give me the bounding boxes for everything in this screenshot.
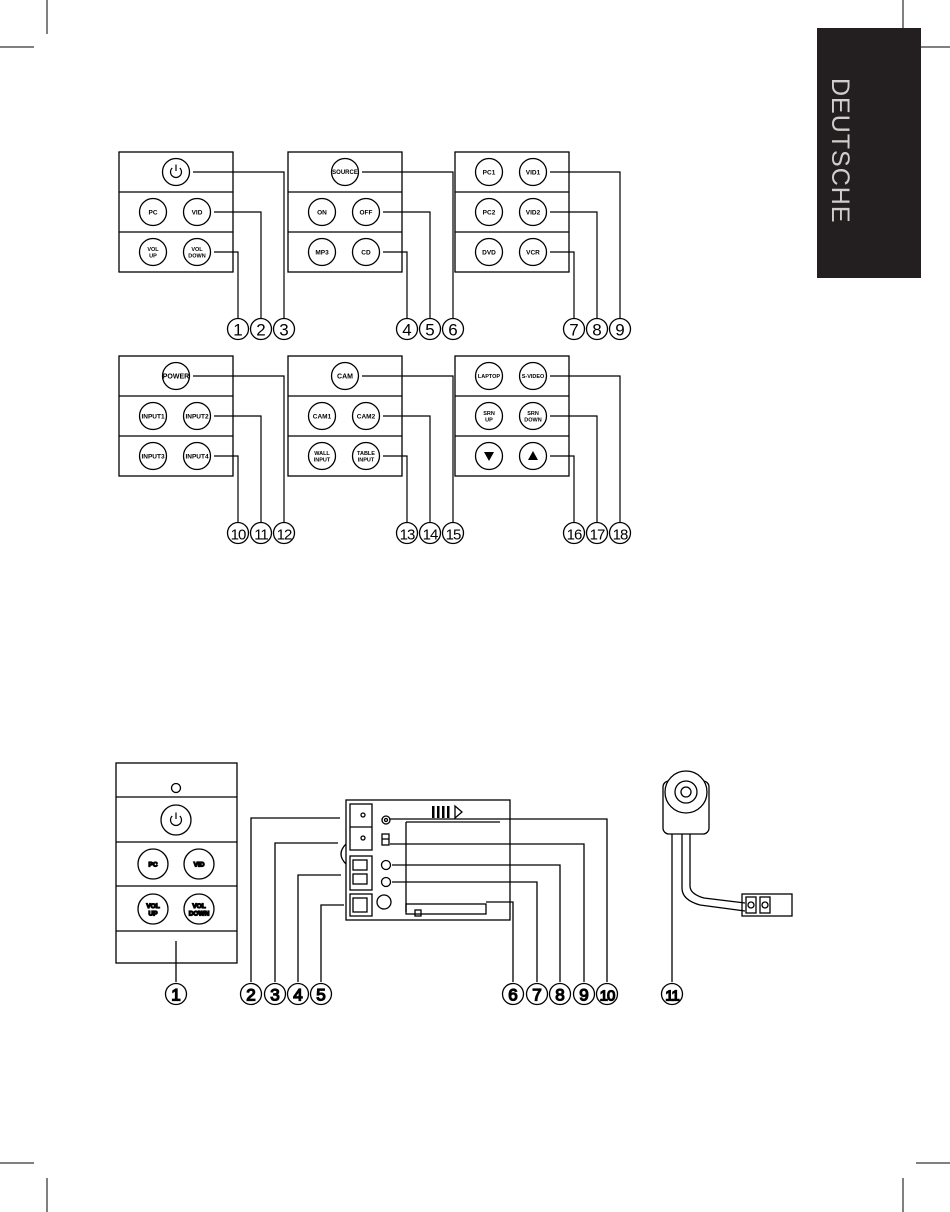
callout-number: 4: [402, 321, 411, 340]
button-label: VOL: [146, 903, 159, 910]
callout-number: 12: [277, 527, 292, 544]
callout-number: 14: [423, 527, 438, 544]
callout-number: 8: [592, 321, 601, 340]
button-label: SRN: [527, 411, 539, 417]
button-label: INPUT4: [185, 453, 209, 460]
button-label: DOWN: [524, 418, 541, 424]
button-label: VID1: [526, 169, 541, 176]
callout-number: 17: [590, 527, 605, 544]
button-label: DOWN: [189, 911, 210, 918]
callout-number: 4: [293, 986, 302, 1005]
button-label: VID: [192, 209, 203, 216]
button-label: LAPTOP: [478, 374, 501, 380]
button-label: TABLE: [357, 451, 375, 457]
callout-number: 11: [665, 988, 679, 1005]
callout-number: 5: [425, 321, 434, 340]
callout-number: 16: [567, 527, 582, 544]
button-label: CD: [361, 249, 371, 256]
callout-number: 10: [600, 988, 615, 1005]
button-label: VOL: [147, 247, 159, 253]
button-label: CAM: [337, 373, 353, 380]
callout-number: 2: [256, 321, 265, 340]
button-label: S-VIDEO: [522, 374, 545, 380]
keypad-5: CAMCAM1CAM2WALLINPUTTABLEINPUT131415: [288, 356, 464, 544]
button-label: PC2: [483, 209, 496, 216]
button-label: VOL: [191, 247, 203, 253]
button-label: CAM1: [313, 413, 332, 420]
button-label: WALL: [314, 451, 330, 457]
button-label: MP3: [315, 249, 329, 256]
button-label: PC1: [483, 169, 496, 176]
ir-sensor: [663, 771, 792, 982]
button-label: POWER: [163, 373, 189, 380]
callout-number: 9: [615, 321, 624, 340]
button-label: SOURCE: [332, 170, 358, 176]
callout-number: 6: [508, 986, 517, 1005]
module-leaders: [251, 818, 607, 982]
callout-number: 8: [555, 986, 564, 1005]
callout-number: 10: [231, 527, 246, 544]
button-label: SRN: [483, 411, 495, 417]
button-label: INPUT3: [141, 453, 165, 460]
callout-number: 15: [446, 527, 461, 544]
keypad-4: POWER INPUT1 INPUT2INPUT3 INPUT4 10 11 12: [119, 356, 295, 544]
button-label: PC: [148, 861, 157, 868]
button-label: INPUT: [358, 458, 375, 464]
button-label: ON: [317, 209, 327, 216]
callout-number: 2: [246, 986, 255, 1005]
callout-number: 9: [579, 986, 588, 1005]
button-label: INPUT: [314, 458, 331, 464]
button-label: VOL: [192, 903, 205, 910]
button-label: OFF: [360, 209, 373, 216]
power-icon-button: [161, 805, 191, 835]
language-label: DEUTSCHE: [825, 78, 854, 224]
button-label: UP: [485, 418, 493, 424]
button-label: INPUT2: [185, 413, 209, 420]
button-label: DOWN: [188, 254, 205, 260]
callout-number: 1: [171, 986, 180, 1005]
button-label: VID: [194, 861, 205, 868]
callout-number: 11: [254, 527, 268, 544]
keypad-2: SOURCE ON OFF MP3 CD 456: [288, 152, 464, 340]
button-label: DVD: [482, 249, 496, 256]
callout-number: 5: [316, 986, 325, 1005]
callout-number: 1: [233, 321, 242, 340]
callout-number: 18: [613, 527, 628, 544]
callout-number: 6: [448, 321, 457, 340]
button-label: PC: [148, 209, 157, 216]
button-label: UP: [149, 254, 157, 260]
button-label: VID2: [526, 209, 541, 216]
button-label: CAM2: [357, 413, 376, 420]
callout-number: 3: [279, 321, 288, 340]
callout-number: 13: [400, 527, 415, 544]
callout-number: 3: [270, 986, 279, 1005]
power-icon-button: [163, 159, 190, 186]
button-label: UP: [148, 911, 158, 918]
button-label: INPUT1: [141, 413, 165, 420]
status-led: [172, 784, 181, 793]
callout-number: 7: [569, 321, 578, 340]
callout-number: 7: [532, 986, 541, 1005]
language-tab: DEUTSCHE: [817, 28, 921, 278]
control-module: [341, 800, 510, 920]
button-label: VCR: [526, 249, 540, 256]
